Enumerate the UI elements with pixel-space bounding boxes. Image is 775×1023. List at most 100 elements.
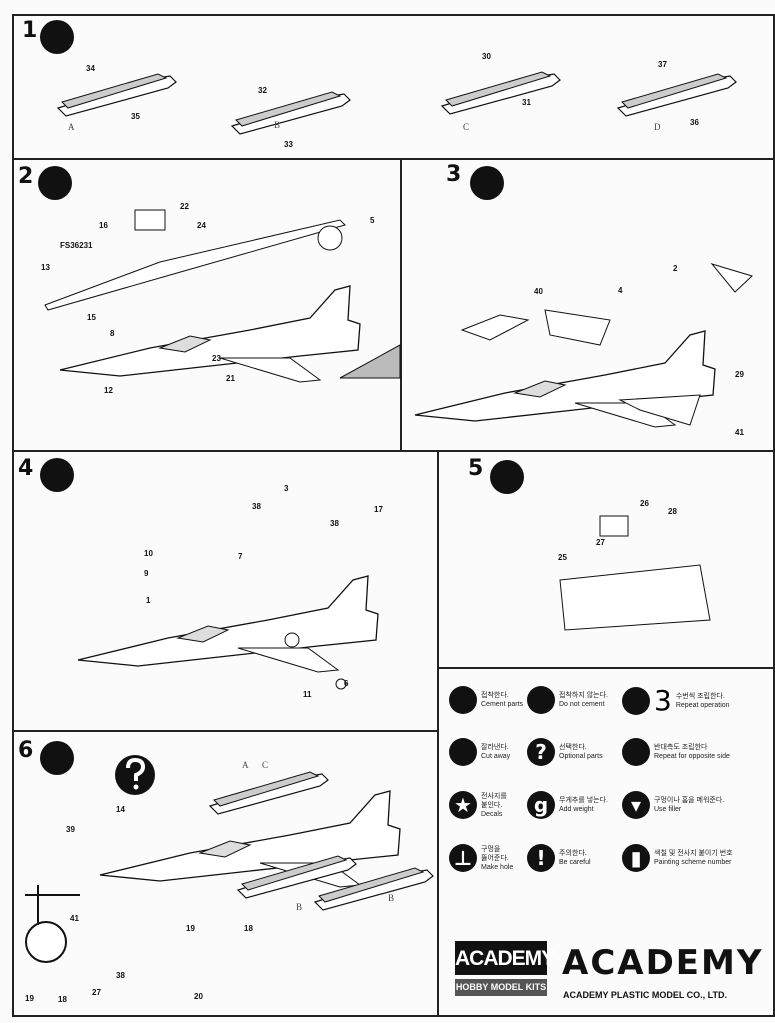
legend-item: ★전사지를 붙인다.Decals <box>449 791 525 819</box>
part-number-label: 27 <box>92 988 101 997</box>
part-number-label: 16 <box>99 221 108 230</box>
part-number-label: A <box>242 760 249 770</box>
step-3-panel <box>400 158 775 452</box>
part-number-label: 38 <box>330 519 339 528</box>
part-number-label: 8 <box>110 329 115 338</box>
painting-icon: ▮ <box>622 844 650 872</box>
legend-english: Use filler <box>654 806 682 813</box>
legend-item: 잘라낸다.Cut away <box>449 738 525 766</box>
step-1-number: 1 <box>22 18 38 43</box>
part-number-label: 34 <box>86 64 95 73</box>
legend-english: Repeat for opposite side <box>654 753 730 760</box>
cement-icon <box>470 166 504 200</box>
legend-english: Decals <box>481 810 503 818</box>
part-number-label: 26 <box>640 499 649 508</box>
legend-korean: 주의한다. <box>559 850 587 857</box>
part-number-label: 37 <box>658 60 667 69</box>
part-number-label: 35 <box>131 112 140 121</box>
legend-item: ▾구멍이나 홈을 메워준다.Use filler <box>622 791 770 819</box>
part-number-label: 24 <box>197 221 206 230</box>
part-number-label: FS36231 <box>60 241 93 250</box>
part-number-label: 6 <box>344 679 349 688</box>
legend-korean: 색칠 및 전사지 붙이기 번호 <box>654 850 733 857</box>
legend-english: Optional parts <box>559 753 603 760</box>
legend-korean: 무게추를 넣는다. <box>559 797 608 804</box>
step-5-panel <box>437 450 775 669</box>
part-number-label: C <box>262 760 269 770</box>
part-number-label: 41 <box>70 914 79 923</box>
legend-english: Cut away <box>481 753 511 760</box>
part-number-label: 27 <box>596 538 605 547</box>
repeat-count: 3 <box>654 684 672 717</box>
part-number-label: 41 <box>735 428 744 437</box>
part-number-label: 20 <box>194 992 203 1001</box>
box-logo-subtitle: HOBBY MODEL KITS <box>455 979 547 996</box>
part-number-label: 9 <box>144 569 149 578</box>
legend-korean: 접착한다. <box>481 692 509 699</box>
part-number-label: 38 <box>252 502 261 511</box>
legend-korean: 구멍이나 홈을 메워준다. <box>654 797 725 804</box>
exclamation-icon: ! <box>527 844 555 872</box>
legend-item: ! 주의한다. Be careful <box>527 844 619 872</box>
legend-item: ⊥구멍을 뚫어준다.Make hole <box>449 844 525 872</box>
legend-english: Repeat operation <box>675 702 730 709</box>
part-number-label: 18 <box>58 995 67 1004</box>
part-number-label: 11 <box>303 690 312 699</box>
part-number-label: 19 <box>186 924 195 933</box>
step-1-panel <box>12 14 775 160</box>
cement-icon <box>40 20 74 54</box>
drill-icon: ⊥ <box>449 844 477 872</box>
company-name: ACADEMY PLASTIC MODEL CO., LTD. <box>563 990 728 1000</box>
part-number-label: 38 <box>116 971 125 980</box>
part-number-label: 22 <box>180 202 189 211</box>
academy-box-logo: ACADEMY HOBBY MODEL KITS <box>455 941 555 996</box>
cement-icon <box>38 166 72 200</box>
step-6-panel <box>12 730 439 1017</box>
legend-korean: 구멍을 뚫어준다. <box>481 845 509 862</box>
legend-english: Painting scheme number <box>654 859 732 866</box>
part-number-label: C <box>463 122 470 132</box>
part-number-label: 7 <box>238 552 243 561</box>
do-not-cement-icon <box>527 686 555 714</box>
part-number-label: B <box>296 902 303 912</box>
part-number-label: 14 <box>116 805 125 814</box>
part-number-label: B <box>388 893 395 903</box>
cement-icon <box>40 458 74 492</box>
legend-item: 접착하지 않는다.Do not cement <box>527 686 619 714</box>
legend-korean: 반대측도 조립한다 <box>654 744 708 751</box>
part-number-label: 13 <box>41 263 50 272</box>
part-number-label: 1 <box>146 596 151 605</box>
part-number-label: 10 <box>144 549 153 558</box>
part-number-label: 33 <box>284 140 293 149</box>
weight-icon: g <box>527 791 555 819</box>
part-number-label: D <box>654 122 661 132</box>
legend-korean: 접착하지 않는다. <box>559 692 608 699</box>
step-4-number: 4 <box>18 456 34 481</box>
legend-korean: 수번씩 조립한다. <box>675 693 725 700</box>
part-number-label: 12 <box>104 386 113 395</box>
box-logo-title: ACADEMY <box>455 941 555 975</box>
legend-korean: 전사지를 붙인다. <box>481 792 507 809</box>
part-number-label: B <box>274 120 281 130</box>
part-number-label: 36 <box>690 118 699 127</box>
cut-icon <box>449 738 477 766</box>
legend-item: g 무게추를 넣는다. Add weight <box>527 791 619 819</box>
part-number-label: 31 <box>522 98 531 107</box>
star-icon: ★ <box>449 791 477 819</box>
part-number-label: 18 <box>244 924 253 933</box>
legend-korean: 선택한다. <box>559 744 587 751</box>
step-2-number: 2 <box>18 164 34 189</box>
legend-english: Be careful <box>559 859 591 866</box>
part-number-label: 30 <box>482 52 491 61</box>
legend-item: ▮ 색칠 및 전사지 붙이기 번호 Painting scheme number <box>622 844 770 872</box>
part-number-label: 15 <box>87 313 96 322</box>
legend-english: Cement parts <box>481 701 524 708</box>
opposite-side-icon <box>622 738 650 766</box>
part-number-label: 23 <box>212 354 221 363</box>
legend-english: Add weight <box>559 806 594 813</box>
part-number-label: 17 <box>374 505 383 514</box>
part-number-label: 5 <box>370 216 375 225</box>
part-number-label: 19 <box>25 994 34 1003</box>
legend-item: ?선택한다.Optional parts <box>527 738 619 766</box>
